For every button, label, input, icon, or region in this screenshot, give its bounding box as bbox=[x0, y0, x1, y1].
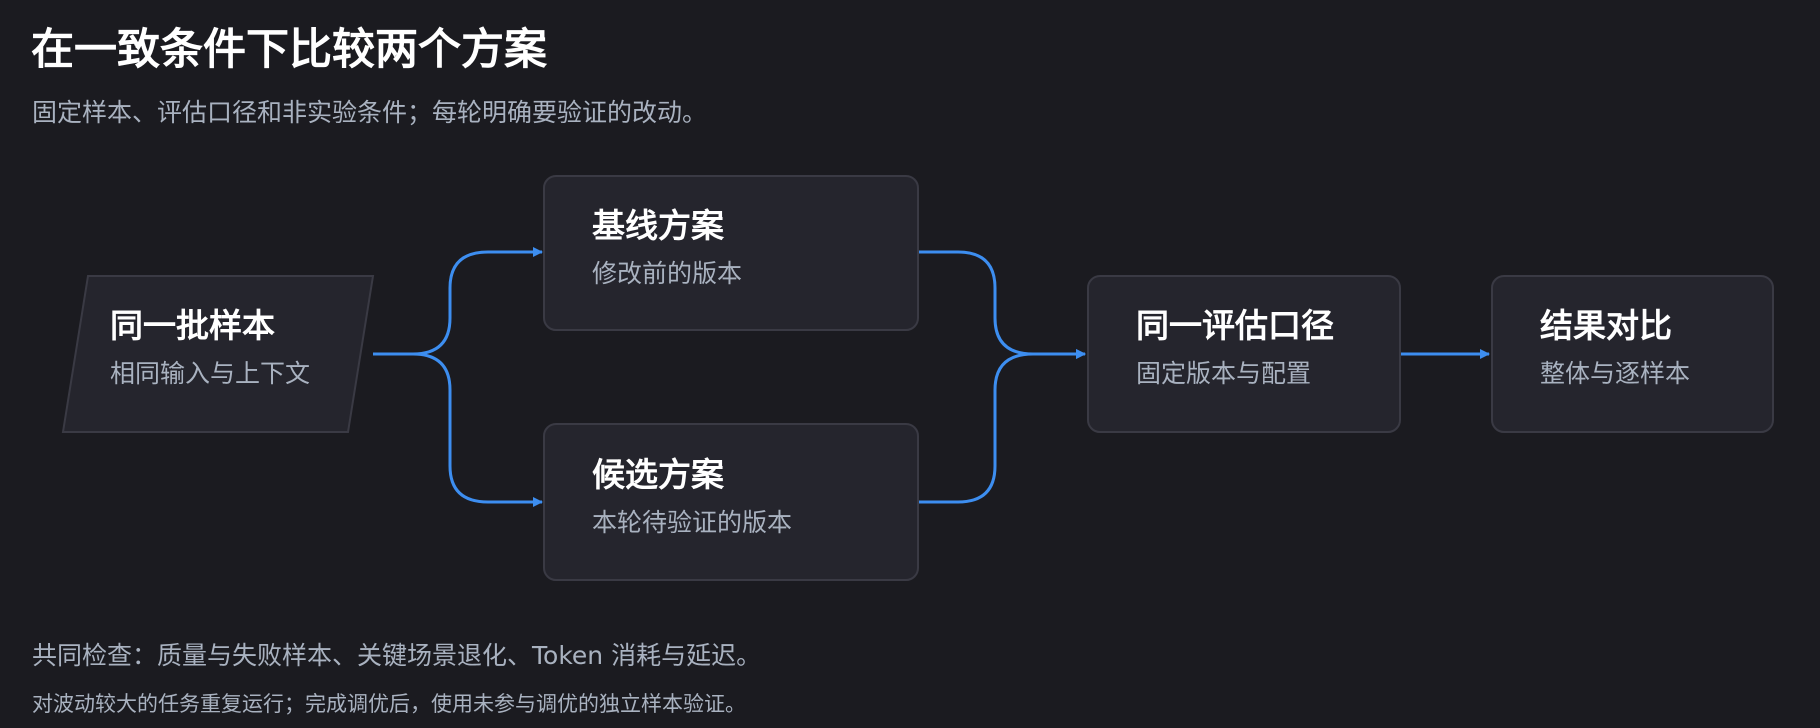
node-baseline-sub: 修改前的版本 bbox=[592, 259, 743, 288]
node-candidate-label: 候选方案 bbox=[592, 455, 724, 494]
node-comparison-shape bbox=[1491, 275, 1774, 433]
page-title: 在一致条件下比较两个方案 bbox=[31, 25, 547, 75]
connector-baseline-to-evaluation bbox=[918, 250, 1086, 359]
node-candidate-sub: 本轮待验证的版本 bbox=[592, 508, 793, 537]
node-baseline-label: 基线方案 bbox=[592, 206, 724, 245]
node-evaluation-sub: 固定版本与配置 bbox=[1136, 359, 1312, 388]
node-comparison-label: 结果对比 bbox=[1540, 306, 1672, 345]
footer-note-checks: 共同检查：质量与失败样本、关键场景退化、Token 消耗与延迟。 bbox=[32, 641, 762, 670]
connector-samples-to-candidate bbox=[373, 352, 543, 507]
page-subtitle: 固定样本、评估口径和非实验条件；每轮明确要验证的改动。 bbox=[32, 98, 708, 127]
node-evaluation-label: 同一评估口径 bbox=[1136, 306, 1334, 345]
node-samples-sub: 相同输入与上下文 bbox=[110, 359, 311, 388]
node-samples-label: 同一批样本 bbox=[110, 306, 275, 345]
connector-candidate-to-evaluation bbox=[918, 349, 1086, 504]
node-samples-shape bbox=[61, 275, 375, 433]
node-baseline-shape bbox=[543, 175, 919, 331]
connector-samples-to-baseline bbox=[373, 247, 543, 356]
footer-note-validation: 对波动较大的任务重复运行；完成调优后，使用未参与调优的独立样本验证。 bbox=[32, 692, 746, 716]
node-evaluation-shape bbox=[1087, 275, 1401, 433]
node-comparison-sub: 整体与逐样本 bbox=[1540, 359, 1691, 388]
node-candidate-shape bbox=[543, 423, 919, 581]
